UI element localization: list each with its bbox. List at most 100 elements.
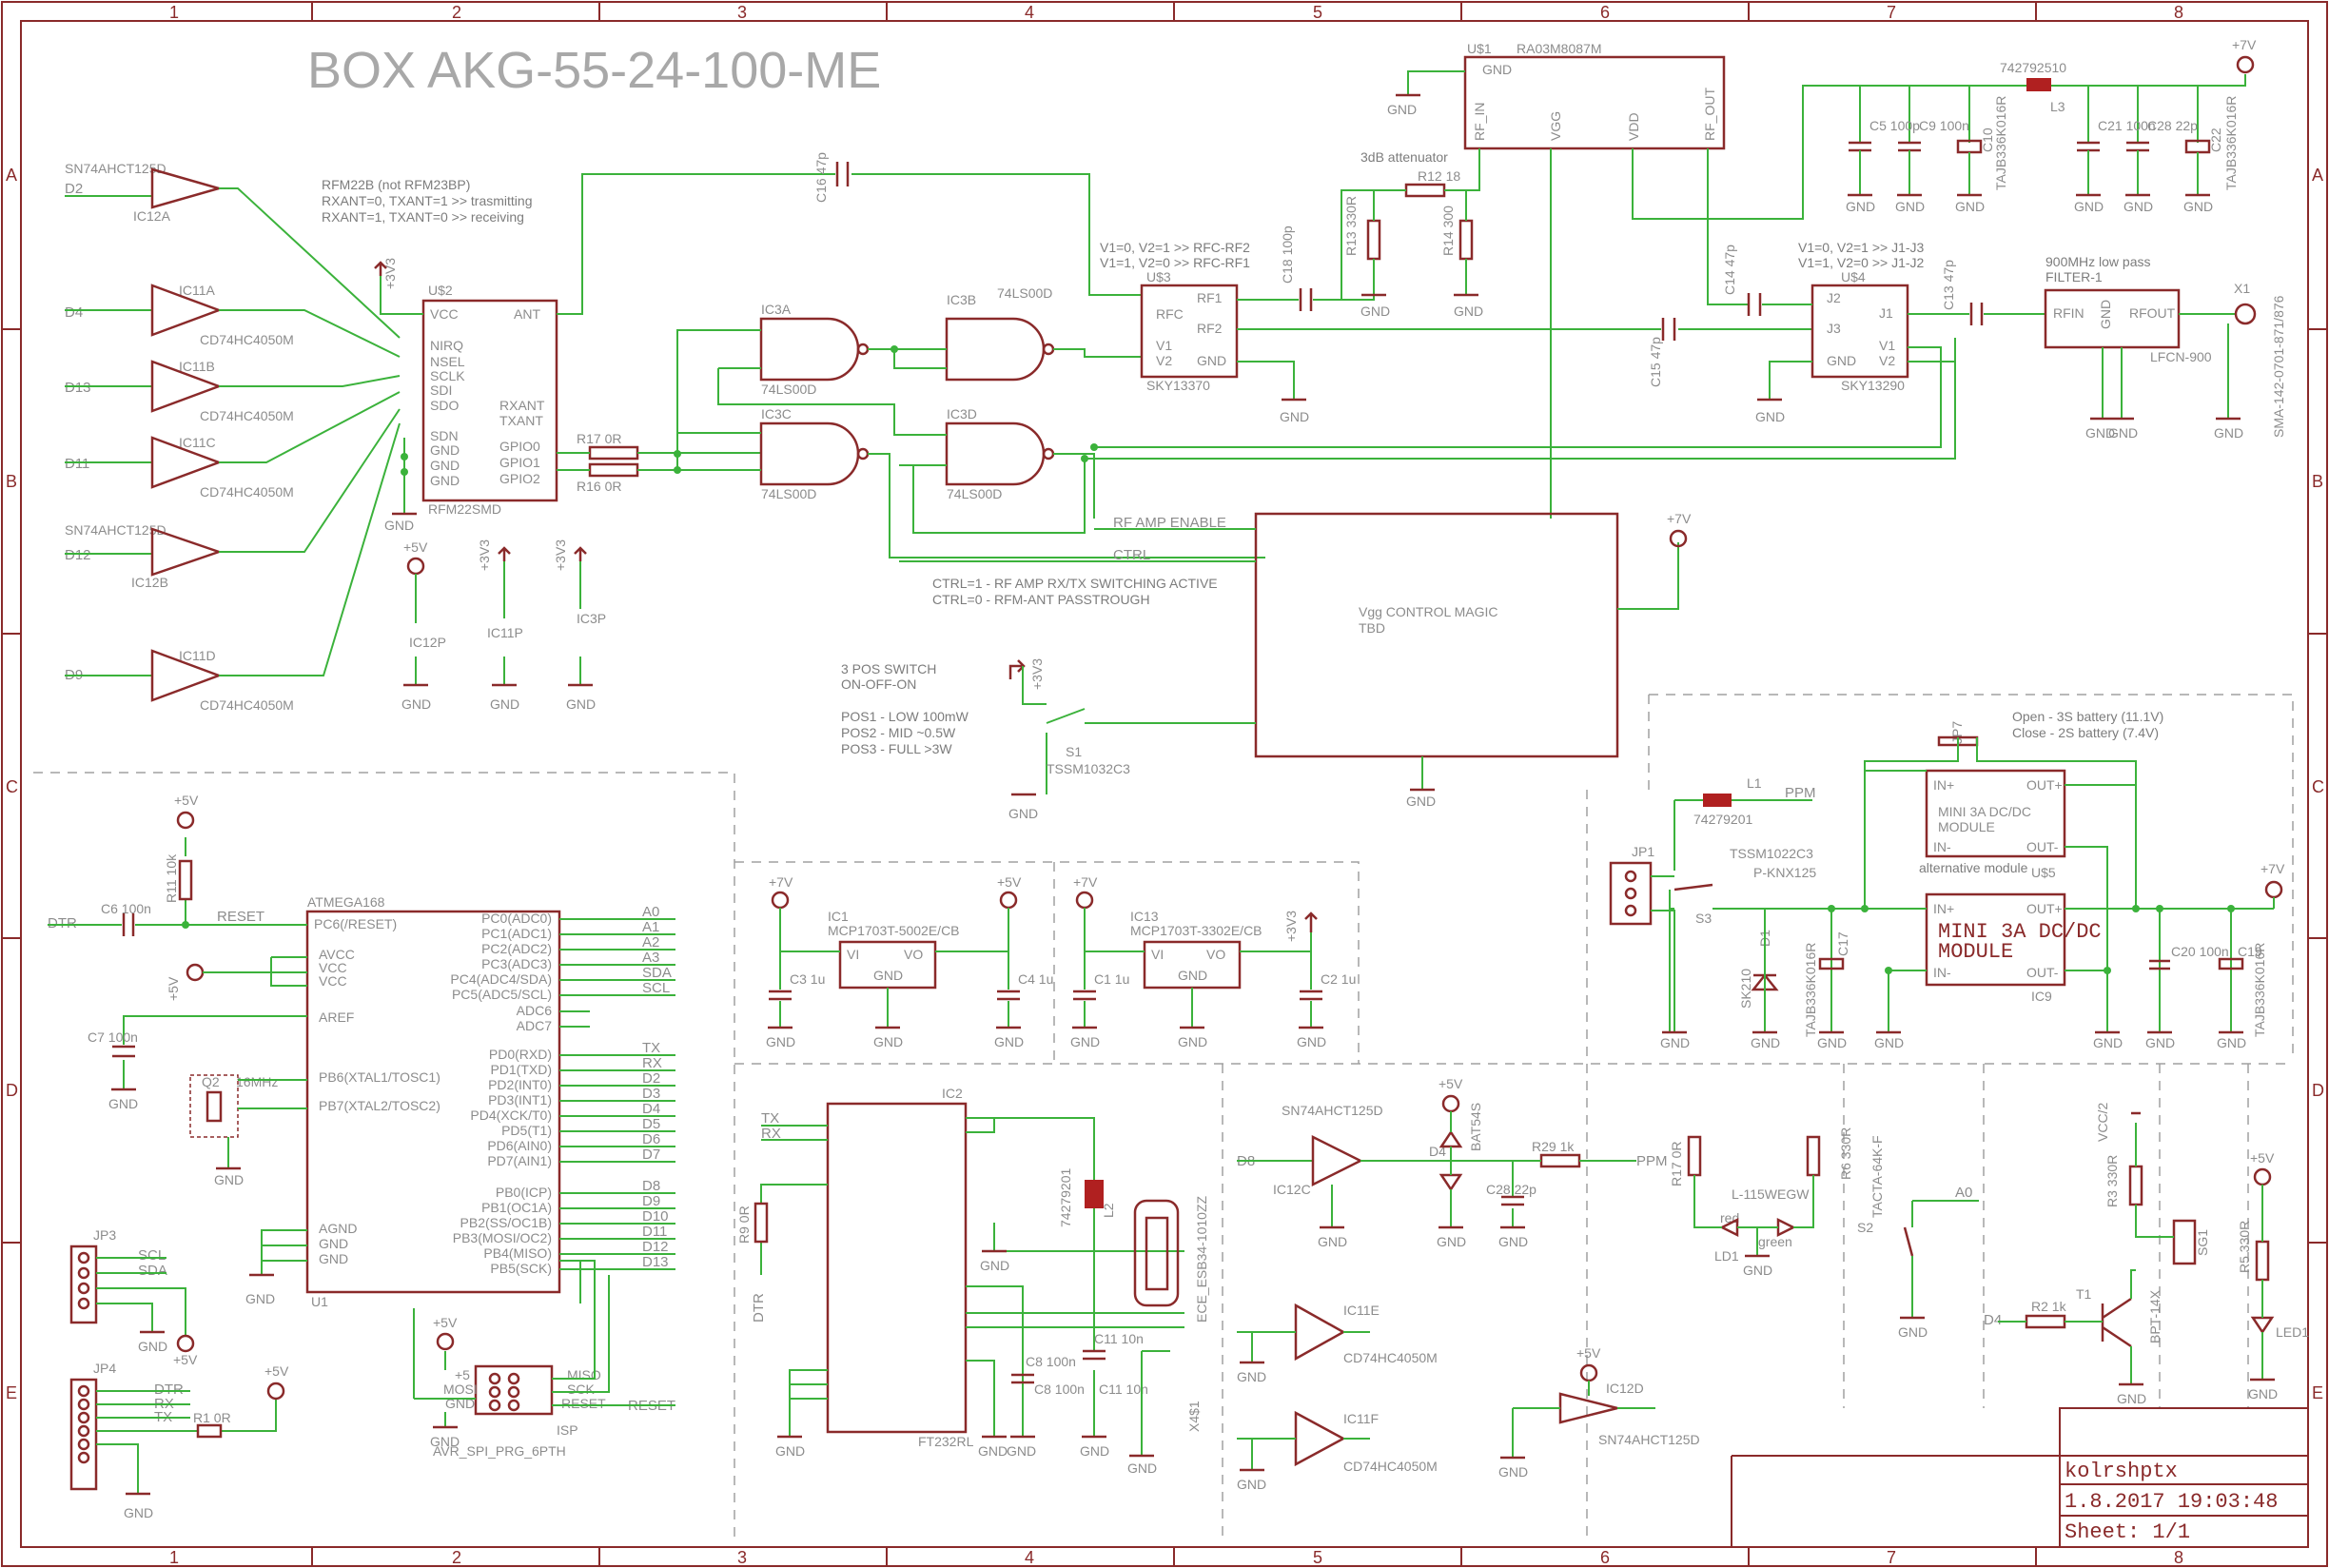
svg-text:GND: GND bbox=[2214, 425, 2243, 441]
svg-text:RA03M8087M: RA03M8087M bbox=[1517, 41, 1602, 56]
svg-text:V1=1, V2=0 >> RFC-RF1: V1=1, V2=0 >> RFC-RF1 bbox=[1100, 255, 1250, 270]
mcu-pin-label: PD7(AIN1) bbox=[487, 1153, 552, 1168]
svg-text:L2: L2 bbox=[1101, 1203, 1116, 1218]
svg-text:C4 1u: C4 1u bbox=[1018, 971, 1053, 987]
svg-text:AVCC: AVCC bbox=[319, 947, 355, 962]
svg-text:IC11E: IC11E bbox=[1343, 1303, 1380, 1318]
svg-text:U$3: U$3 bbox=[1146, 269, 1171, 284]
attenuator: 3dB attenuator R12 18 R13 330R R14 300 G… bbox=[1322, 149, 1483, 319]
svg-text:3 POS SWITCH: 3 POS SWITCH bbox=[841, 661, 936, 676]
svg-text:GND: GND bbox=[1751, 1035, 1780, 1050]
svg-text:+5V: +5V bbox=[174, 793, 199, 808]
col-label: 3 bbox=[737, 3, 747, 22]
svg-text:S2: S2 bbox=[1857, 1220, 1873, 1235]
header-jp3: JP3 SCL SDA GND +5V bbox=[69, 1227, 198, 1367]
svg-text:C20 100n: C20 100n bbox=[2171, 944, 2229, 959]
svg-text:PPM: PPM bbox=[1785, 785, 1816, 801]
svg-text:GND: GND bbox=[1237, 1477, 1266, 1492]
svg-text:T1: T1 bbox=[2076, 1286, 2092, 1302]
svg-text:POS2 - MID ~0.5W: POS2 - MID ~0.5W bbox=[841, 725, 956, 740]
svg-text:DTR: DTR bbox=[48, 915, 77, 931]
buffer-wires bbox=[219, 187, 401, 676]
svg-text:SKY13290: SKY13290 bbox=[1841, 378, 1905, 393]
row-label: B bbox=[6, 472, 17, 491]
svg-text:GND: GND bbox=[1482, 62, 1512, 77]
mcu-net-label: RX bbox=[642, 1055, 662, 1071]
col-label: 4 bbox=[1025, 1548, 1034, 1567]
mcu-pin-label: PB5(SCK) bbox=[490, 1261, 552, 1276]
nand-junctions bbox=[674, 345, 1098, 474]
svg-text:DTR: DTR bbox=[154, 1382, 184, 1398]
buffer-ic11b: IC11B D13 CD74HC4050M bbox=[65, 359, 294, 423]
svg-text:MOSI: MOSI bbox=[443, 1382, 478, 1397]
svg-text:C11 10n: C11 10n bbox=[1094, 1331, 1144, 1346]
svg-text:IC12A: IC12A bbox=[133, 208, 171, 224]
svg-text:J2: J2 bbox=[1827, 290, 1841, 305]
svg-text:RXANT=0, TXANT=1 >> trasmittin: RXANT=0, TXANT=1 >> trasmitting bbox=[322, 193, 533, 208]
svg-text:TSSM1032C3: TSSM1032C3 bbox=[1047, 761, 1130, 776]
svg-text:SCK: SCK bbox=[567, 1382, 595, 1397]
svg-text:POS3 - FULL >3W: POS3 - FULL >3W bbox=[841, 741, 952, 756]
col-label: 4 bbox=[1025, 3, 1034, 22]
rfm-ant-wire bbox=[557, 173, 1142, 315]
svg-text:A0: A0 bbox=[1955, 1185, 1972, 1201]
svg-text:GND: GND bbox=[1008, 806, 1038, 821]
mcu-net-label: D12 bbox=[642, 1239, 669, 1255]
svg-text:IC3P: IC3P bbox=[577, 611, 606, 626]
isp-header: +5 MOSI GND MISO SCK RESET ISP AVR_SPI_P… bbox=[413, 1260, 675, 1459]
svg-text:GND: GND bbox=[1660, 1035, 1690, 1050]
svg-text:GND: GND bbox=[1387, 102, 1417, 117]
mcu-net-label: D5 bbox=[642, 1116, 660, 1132]
mcu-net-label: TX bbox=[642, 1040, 660, 1056]
nand-ic3c: IC3C 74LS00D bbox=[759, 406, 870, 501]
svg-text:+3V3: +3V3 bbox=[553, 539, 568, 571]
svg-text:+5V: +5V bbox=[264, 1363, 289, 1379]
svg-text:NIRQ: NIRQ bbox=[430, 338, 463, 353]
svg-text:SN74AHCT125D: SN74AHCT125D bbox=[65, 522, 166, 538]
svg-text:GND: GND bbox=[1406, 794, 1436, 809]
svg-text:RFM22SMD: RFM22SMD bbox=[428, 501, 501, 517]
mcu-net-label: D10 bbox=[642, 1208, 669, 1225]
vgg-control-block: Vgg CONTROL MAGIC TBD RF AMP ENABLE CTRL… bbox=[899, 511, 1692, 809]
mcu-net-label: D13 bbox=[642, 1254, 669, 1270]
svg-text:SG1: SG1 bbox=[2195, 1229, 2210, 1256]
svg-text:GND: GND bbox=[1898, 1324, 1928, 1340]
mcu-pin-label: PC0(ADC0) bbox=[481, 911, 552, 926]
mcu-net-label: A3 bbox=[642, 950, 659, 966]
svg-text:3dB attenuator: 3dB attenuator bbox=[1360, 149, 1448, 165]
svg-text:SN74AHCT125D: SN74AHCT125D bbox=[65, 161, 166, 176]
col-label: 2 bbox=[452, 3, 461, 22]
power-pins: +5V IC12P GND +3V3 IC11P GND +3V3 IC3P G… bbox=[401, 539, 606, 712]
svg-text:V1=0, V2=1 >> RFC-RF2: V1=0, V2=1 >> RFC-RF2 bbox=[1100, 240, 1250, 255]
svg-text:PC6(/RESET): PC6(/RESET) bbox=[314, 916, 397, 931]
svg-text:C21 100n: C21 100n bbox=[2098, 118, 2156, 133]
svg-text:ATMEGA168: ATMEGA168 bbox=[307, 894, 385, 910]
svg-text:C7 100n: C7 100n bbox=[88, 1029, 138, 1045]
svg-text:AGND: AGND bbox=[319, 1221, 357, 1236]
svg-text:JP4: JP4 bbox=[93, 1361, 116, 1376]
svg-text:S1: S1 bbox=[1066, 744, 1082, 759]
svg-text:GND: GND bbox=[2183, 199, 2213, 214]
svg-text:S3: S3 bbox=[1695, 911, 1712, 926]
svg-text:R2 1k: R2 1k bbox=[2031, 1299, 2067, 1314]
ctrl-note: CTRL=1 - RF AMP RX/TX SWITCHING ACTIVE C… bbox=[932, 576, 1218, 607]
col-label: 6 bbox=[1600, 3, 1610, 22]
svg-text:IC12B: IC12B bbox=[131, 575, 168, 590]
svg-text:MISO: MISO bbox=[567, 1367, 601, 1382]
svg-text:MINI 3A DC/DC: MINI 3A DC/DC bbox=[1938, 920, 2102, 944]
svg-text:74LS00D: 74LS00D bbox=[997, 285, 1052, 301]
svg-text:RFM22B (not RFM23BP): RFM22B (not RFM23BP) bbox=[322, 177, 470, 192]
svg-text:+5V: +5V bbox=[433, 1315, 458, 1330]
mcu-pin-label: PB4(MISO) bbox=[483, 1245, 552, 1261]
svg-text:SK210: SK210 bbox=[1738, 969, 1753, 1009]
svg-text:GND: GND bbox=[430, 442, 460, 458]
svg-text:GND: GND bbox=[430, 458, 460, 473]
svg-text:V1=0, V2=1 >> J1-J3: V1=0, V2=1 >> J1-J3 bbox=[1798, 240, 1925, 255]
svg-text:VCC: VCC bbox=[430, 306, 459, 322]
svg-text:GND: GND bbox=[1007, 1443, 1036, 1459]
buffer-ic11a: IC11A D4 CD74HC4050M bbox=[65, 283, 294, 347]
svg-text:RF_IN: RF_IN bbox=[1472, 103, 1487, 141]
svg-text:GND: GND bbox=[490, 696, 519, 712]
svg-text:GND: GND bbox=[1817, 1035, 1847, 1050]
svg-text:GND: GND bbox=[430, 473, 460, 488]
